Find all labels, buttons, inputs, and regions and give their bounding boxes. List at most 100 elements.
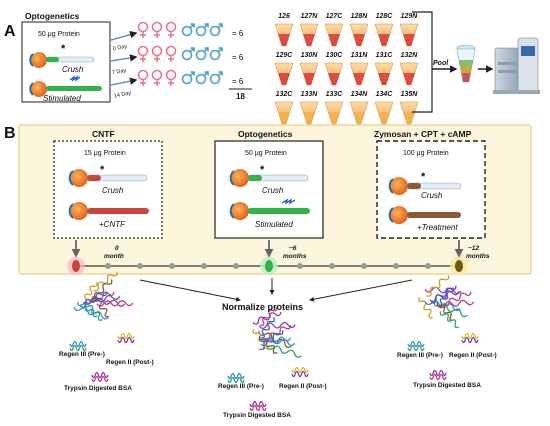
regen3-mid: Regen III (Pre-): [218, 383, 264, 390]
peptide-squiggle: [252, 329, 269, 350]
cntf-box: [53, 140, 163, 239]
tmt-label: 127N: [300, 13, 318, 20]
peptide-squiggle: [91, 371, 109, 379]
male-symbol-icon: [209, 71, 223, 85]
zym-star: *: [421, 171, 426, 183]
eye-nerve-icon: [68, 169, 148, 187]
tmt-tube-icon: [349, 101, 369, 125]
cntf-title: CNTF: [92, 129, 115, 139]
tmt-label: 129N: [400, 13, 418, 20]
arrow-14-day: [110, 77, 138, 86]
tmt-tube-icon: [374, 23, 394, 47]
timeline-12: ~12: [468, 245, 480, 252]
male-symbol-icon: [195, 47, 209, 61]
peptide-squiggle: [437, 299, 475, 309]
opto-a-star: *: [61, 43, 66, 55]
peptide-squiggle: [117, 336, 135, 344]
female-symbol-icon: [165, 21, 177, 38]
cntf-protein: 15 μg Protein: [84, 150, 126, 157]
peptide-squiggle: [407, 344, 425, 352]
peptide-squiggle: [93, 296, 109, 318]
peptide-squiggle: [69, 340, 87, 348]
timeline-marker-opto: [265, 260, 273, 272]
tmt-tube-icon: [324, 62, 344, 86]
peptide-squiggle: [418, 296, 433, 319]
bsa-right: Trypsin Digested BSA: [413, 382, 481, 389]
tmt-label: 131C: [375, 52, 393, 59]
female-symbol-icon: [165, 69, 177, 86]
peptide-squiggle: [252, 311, 282, 325]
peptide-squiggle: [69, 344, 87, 352]
tmt-tube-icon: [274, 101, 294, 125]
peptide-squiggle: [461, 336, 479, 344]
tmt-label: 130C: [325, 52, 343, 59]
panel-b-letter: B: [4, 125, 16, 142]
pool-label: Pool: [433, 60, 449, 67]
tmt-tube-icon: [274, 23, 294, 47]
peptide-squiggle: [429, 373, 447, 381]
timeline-dot: [233, 263, 239, 269]
timeline-dot: [201, 263, 207, 269]
timeline-marker-cntf: [72, 260, 80, 272]
optogenetics-box-b: [214, 140, 324, 239]
tmt-label: 132C: [275, 91, 293, 98]
eye-crush-icon: [29, 52, 95, 68]
male-symbol-icon: [181, 23, 195, 37]
zym-treat: +Treatment: [417, 223, 458, 232]
count-row-2: = 6: [232, 53, 244, 62]
tmt-tube-icon: [374, 101, 394, 125]
regen2-right: Regen II (Post-): [449, 352, 497, 359]
opto-b-crush: Crush: [262, 186, 284, 195]
tmt-tube-icon: [399, 101, 419, 125]
timeline-6-unit: months: [283, 253, 307, 260]
peptide-squiggle: [291, 366, 309, 374]
peptide-squiggle: [443, 291, 472, 307]
peptide-squiggle: [266, 345, 302, 358]
female-symbol-icon: [151, 45, 163, 62]
cntf-star: *: [100, 164, 105, 176]
peptide-squiggle: [117, 332, 135, 340]
male-symbol-icon: [181, 71, 195, 85]
timeline-12-unit: months: [466, 253, 490, 260]
tmt-label: 131N: [350, 52, 368, 59]
cntf-crush: Crush: [102, 186, 124, 195]
peptide-squiggle: [227, 372, 245, 380]
female-symbol-icon: [151, 69, 163, 86]
male-symbol-icon: [209, 47, 223, 61]
tmt-label: 128C: [375, 13, 393, 20]
peptide-squiggle: [83, 294, 121, 305]
peptide-squiggles: [69, 271, 479, 412]
tmt-tube-icon: [349, 23, 369, 47]
regen2-mid: Regen II (Post-): [279, 383, 327, 390]
opto-a-crush: Crush: [62, 65, 84, 74]
tmt-tube-icon: [399, 23, 419, 47]
opto-b-protein: 50 μg Protein: [245, 150, 287, 157]
tmt-tube-icon: [399, 62, 419, 86]
male-symbol-icon: [195, 71, 209, 85]
peptide-squiggle: [429, 369, 447, 377]
timeline-dot: [361, 263, 367, 269]
timeline-dot: [393, 263, 399, 269]
timeline-dots: [67, 257, 468, 275]
timeline-dot: [425, 263, 431, 269]
tmt-tube-icon: [349, 62, 369, 86]
timeline-0: 0: [115, 245, 119, 252]
timeline-dot: [169, 263, 175, 269]
tmt-tube-icon: [299, 101, 319, 125]
count-row-3: = 6: [232, 77, 244, 86]
tmt-label: 134C: [375, 91, 393, 98]
peptide-squiggle: [424, 286, 462, 295]
zym-protein: 100 μg Protein: [403, 150, 449, 157]
peptide-squiggle: [426, 275, 450, 297]
female-symbol-icon: [137, 21, 149, 38]
panel-b-eyes: [68, 169, 462, 224]
regen2-left: Regen II (Post-): [106, 359, 154, 366]
peptide-squiggle: [96, 300, 134, 307]
tmt-label: 135N: [400, 91, 418, 98]
tmt-tube-icon: [299, 62, 319, 86]
pooled-tube-icon: [456, 44, 476, 83]
bsa-left: Trypsin Digested BSA: [64, 385, 132, 392]
tmt-label: 133C: [325, 91, 343, 98]
regen3-right: Regen III (Pre-): [397, 352, 443, 359]
tmt-label: 126: [278, 13, 290, 20]
